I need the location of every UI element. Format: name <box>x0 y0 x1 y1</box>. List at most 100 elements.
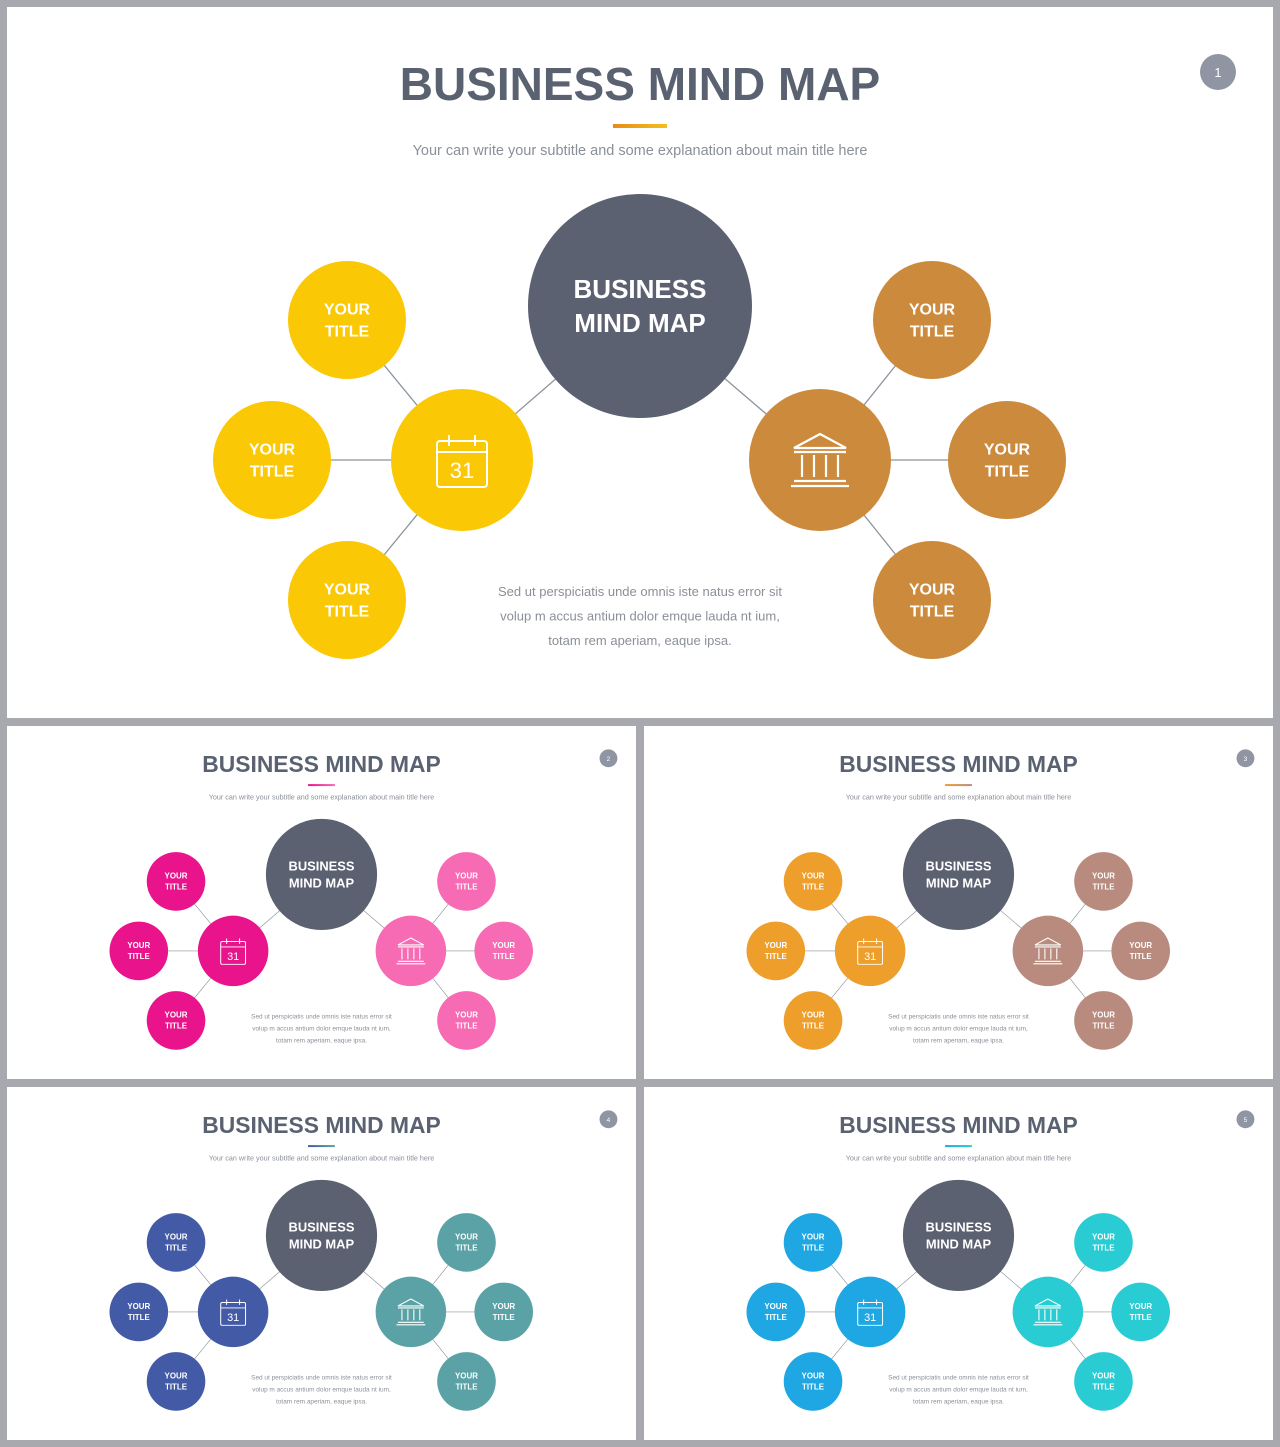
page-subtitle: Your can write your subtitle and some ex… <box>209 792 434 801</box>
title-node-label-line2: TITLE <box>765 1313 787 1322</box>
title-node-label-line2: TITLE <box>1130 1313 1152 1322</box>
title-node-circle <box>1074 1352 1133 1411</box>
title-node-label-line1: YOUR <box>165 872 188 881</box>
title-node-label-line2: TITLE <box>128 1313 150 1322</box>
calendar-frame <box>857 1301 884 1326</box>
bank-roof <box>1034 937 1062 946</box>
calendar-icon: 31 <box>436 435 488 488</box>
page-title: BUSINESS MIND MAP <box>400 58 880 110</box>
bank-roof <box>1034 1298 1062 1307</box>
title-node-label-line1: YOUR <box>165 1011 188 1020</box>
bank-icon <box>396 937 426 965</box>
left-hub-circle <box>834 1276 906 1348</box>
title-node-circle <box>783 991 843 1050</box>
title-node-label-line2: TITLE <box>250 464 295 481</box>
title-node-circle <box>437 1213 496 1272</box>
center-label-line2: MIND MAP <box>289 1236 355 1251</box>
calendar-frame <box>220 1301 247 1326</box>
left-hub-circle <box>197 915 269 987</box>
title-node: YOUR TITLE <box>873 261 991 379</box>
title-node-label-line2: TITLE <box>1130 952 1152 961</box>
slide-number: 2 <box>607 756 611 763</box>
center-circle <box>902 818 1015 931</box>
title-node-circle <box>783 1213 843 1272</box>
body-text-line: volup m accus antium dolor emque lauda n… <box>889 1026 1028 1033</box>
title-node-label-line2: TITLE <box>455 1022 477 1031</box>
title-node-label-line2: TITLE <box>802 1383 824 1392</box>
slide-number-badge <box>1200 54 1236 90</box>
left-hub-circle <box>834 915 906 987</box>
title-node-circle <box>1111 1282 1171 1342</box>
center-label-line2: MIND MAP <box>926 875 992 890</box>
calendar-day: 31 <box>864 1312 876 1324</box>
title-node-label-line1: YOUR <box>909 302 956 319</box>
title-node-circle <box>146 1352 206 1411</box>
title-node-label-line2: TITLE <box>765 952 787 961</box>
title-node-label-line2: TITLE <box>1092 1244 1114 1253</box>
title-node-circle <box>474 1282 534 1342</box>
title-accent-line <box>308 1145 335 1148</box>
title-node: YOUR TITLE <box>1074 1352 1133 1411</box>
title-node-label-line2: TITLE <box>165 883 187 892</box>
title-node-label-line1: YOUR <box>1129 1302 1152 1311</box>
title-node-label-line2: TITLE <box>165 1022 187 1031</box>
center-label-line1: BUSINESS <box>289 1220 355 1235</box>
title-node-label-line1: YOUR <box>165 1233 188 1242</box>
title-node-label-line2: TITLE <box>1092 883 1114 892</box>
body-text-line: volup m accus antium dolor emque lauda n… <box>500 609 780 624</box>
title-node-label-line2: TITLE <box>802 1244 824 1253</box>
title-node-label-line2: TITLE <box>910 324 955 341</box>
slide-number-badge <box>599 1110 618 1129</box>
slide-number-badge <box>1236 749 1255 768</box>
left-hub-node: 31 <box>197 915 269 987</box>
calendar-day: 31 <box>227 951 239 963</box>
center-label-line2: MIND MAP <box>574 308 705 338</box>
slide-number: 3 <box>1244 756 1248 763</box>
title-node-circle <box>783 852 843 911</box>
right-hub-node <box>375 915 447 987</box>
title-node-circle <box>437 852 496 911</box>
title-node-label-line2: TITLE <box>1092 1383 1114 1392</box>
page-subtitle: Your can write your subtitle and some ex… <box>209 1153 434 1162</box>
body-text-line: totam rem aperiam, eaque ipsa. <box>276 1038 367 1045</box>
title-node-circle <box>1074 852 1133 911</box>
title-node-circle <box>109 921 169 981</box>
title-node-label-line1: YOUR <box>802 1372 825 1381</box>
title-node-label-line2: TITLE <box>493 952 515 961</box>
center-circle <box>265 818 378 931</box>
body-text-line: volup m accus antium dolor emque lauda n… <box>252 1026 391 1033</box>
title-node-label-line2: TITLE <box>985 464 1030 481</box>
left-hub-circle <box>197 1276 269 1348</box>
title-node-label-line1: YOUR <box>1092 1372 1115 1381</box>
title-node-circle <box>873 541 991 659</box>
title-node-circle <box>746 921 806 981</box>
page-title: BUSINESS MIND MAP <box>839 1112 1077 1138</box>
calendar-day: 31 <box>227 1312 239 1324</box>
slide-4[interactable]: BUSINESS MIND MAP Your can write your sub… <box>7 1087 636 1440</box>
center-circle <box>902 1179 1015 1292</box>
right-hub-node <box>1012 915 1084 987</box>
title-node-circle <box>1111 921 1171 981</box>
slide-canvas: BUSINESS MIND MAP Your can write your sub… <box>109 1110 618 1411</box>
slide-number-badge <box>599 749 618 768</box>
title-node-label-line1: YOUR <box>802 1011 825 1020</box>
right-hub-circle <box>749 389 891 531</box>
